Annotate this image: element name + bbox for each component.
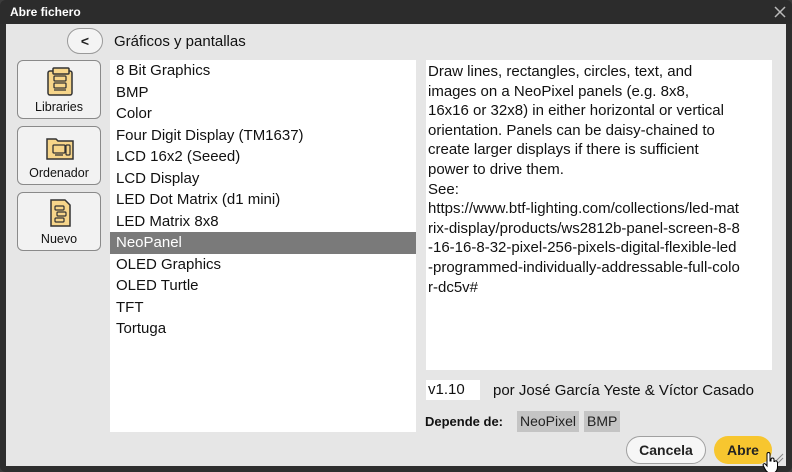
description-line: power to drive them. bbox=[428, 160, 564, 178]
sidebar-item-label: Nuevo bbox=[40, 232, 78, 246]
list-item[interactable]: BMP bbox=[116, 83, 149, 101]
hand-pointer-cursor-icon bbox=[762, 452, 778, 472]
close-icon[interactable] bbox=[772, 4, 788, 20]
sidebar-item-ordenador[interactable]: Ordenador bbox=[17, 126, 101, 185]
description-line: 16x16 or 32x8) in either horizontal or v… bbox=[428, 102, 724, 120]
cancel-button[interactable]: Cancela bbox=[626, 436, 706, 464]
back-button[interactable]: < bbox=[67, 28, 103, 54]
description-line: images on a NeoPixel panels (e.g. 8x8, bbox=[428, 82, 689, 100]
list-item[interactable]: LED Matrix 8x8 bbox=[116, 212, 219, 230]
description-line: create larger displays if there is suffi… bbox=[428, 141, 699, 159]
dependency-chip: BMP bbox=[584, 411, 621, 432]
list-item[interactable]: LCD Display bbox=[116, 169, 200, 187]
version-label: v1.10 bbox=[426, 380, 480, 400]
sidebar-item-label: Libraries bbox=[35, 100, 83, 114]
list-item[interactable]: OLED Graphics bbox=[116, 255, 222, 273]
breadcrumb: Gráficos y pantallas bbox=[114, 33, 246, 50]
description-link-line[interactable]: -16-16-8-32-pixel-256-pixels-digital-fle… bbox=[428, 239, 737, 257]
list-item[interactable]: Color bbox=[116, 105, 152, 122]
list-item[interactable]: Four Digit Display (TM1637) bbox=[116, 126, 304, 144]
dialog-body: < Gráficos y pantallas Libraries Ordenad… bbox=[6, 24, 786, 472]
description-line: Draw lines, rectangles, circles, text, a… bbox=[428, 63, 693, 80]
list-item[interactable]: TFT bbox=[116, 298, 144, 316]
sidebar-item-nuevo[interactable]: Nuevo bbox=[17, 192, 101, 251]
library-books-icon bbox=[47, 67, 73, 96]
description-panel: Draw lines, rectangles, circles, text, a… bbox=[426, 60, 772, 370]
title-bar: Abre fichero bbox=[0, 0, 792, 24]
dependency-chip: NeoPixel bbox=[517, 411, 580, 432]
list-item[interactable]: 8 Bit Graphics bbox=[116, 62, 211, 79]
depends-label: Depende de: bbox=[425, 414, 504, 429]
list-item[interactable]: OLED Turtle bbox=[116, 277, 199, 294]
open-button[interactable]: Abre bbox=[714, 436, 772, 464]
description-link-line[interactable]: https://www.btf-lighting.com/collections… bbox=[428, 200, 739, 218]
computer-folder-icon bbox=[46, 138, 74, 160]
list-item[interactable]: Tortuga bbox=[116, 320, 167, 337]
sidebar-item-libraries[interactable]: Libraries bbox=[17, 60, 101, 119]
description-link-line[interactable]: r-dc5v# bbox=[428, 278, 479, 296]
description-link-line[interactable]: rix-display/products/ws2812b-panel-scree… bbox=[428, 219, 740, 237]
author-label: por José García Yeste & Víctor Casado bbox=[493, 382, 754, 399]
description-line: See: bbox=[428, 180, 459, 198]
description-link-line[interactable]: -programmed-individually-addressable-ful… bbox=[428, 258, 740, 276]
window-title: Abre fichero bbox=[10, 5, 81, 19]
new-file-icon bbox=[50, 199, 71, 227]
list-item[interactable]: LED Dot Matrix (d1 mini) bbox=[116, 191, 281, 208]
list-item-selected[interactable]: NeoPanel bbox=[110, 232, 416, 254]
sidebar-item-label: Ordenador bbox=[29, 166, 89, 180]
description-line: orientation. Panels can be daisy-chained… bbox=[428, 121, 715, 139]
file-list: 8 Bit Graphics BMP Color Four Digit Disp… bbox=[110, 60, 416, 432]
list-item[interactable]: LCD 16x2 (Seeed) bbox=[116, 148, 241, 165]
